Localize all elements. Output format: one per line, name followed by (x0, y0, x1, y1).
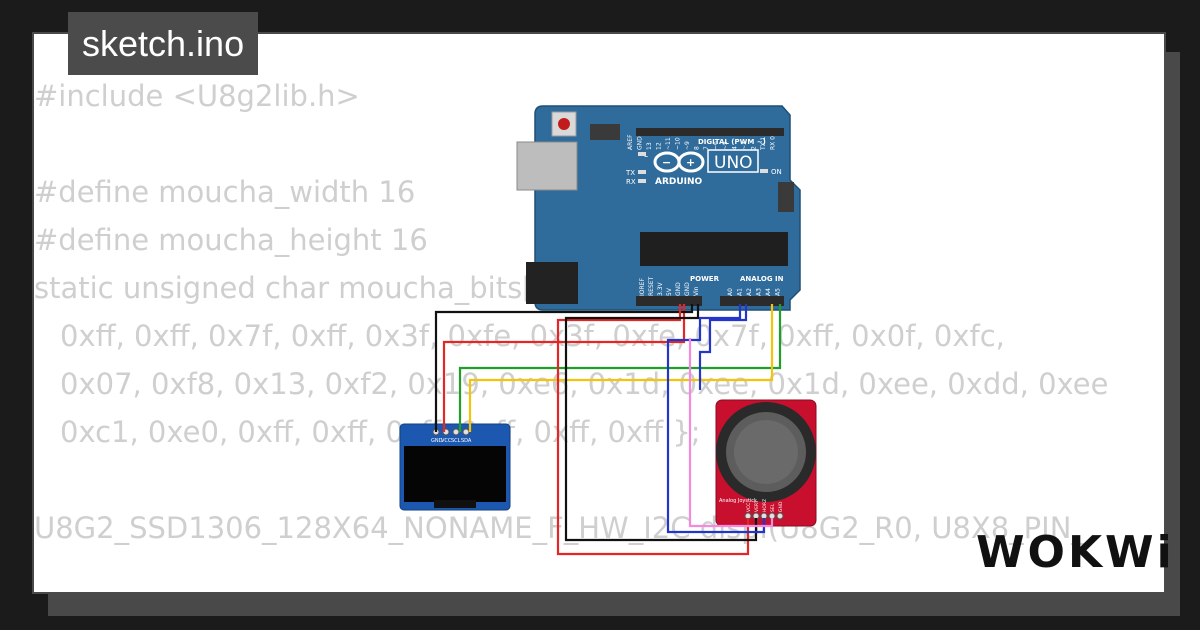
digital-pin-0: AREF (627, 134, 634, 150)
icsp-header (590, 124, 620, 140)
wire-yellow-a4-oled (468, 304, 774, 432)
svg-text:+: + (686, 156, 695, 169)
code-line-10: U8G2_SSD1306_128X64_NONAME_F_HW_I2C disp… (34, 511, 1086, 545)
analog-pin-2: A2 (746, 288, 753, 296)
digital-pin-11: 4 (732, 146, 739, 150)
wire-blue-a0-joy (666, 304, 766, 534)
uno-label: UNO (714, 153, 753, 173)
oled-screen (404, 446, 506, 502)
power-header (636, 296, 702, 306)
joystick-pin-label-gnd: GND (778, 501, 784, 512)
led-l (638, 152, 646, 156)
svg-text:−: − (662, 156, 671, 169)
code-line-1: #include <U8g2lib.h> (34, 79, 360, 113)
power-jack (526, 262, 578, 304)
digital-pin-8: 7 (703, 146, 710, 150)
power-pin-1: RESET (648, 276, 655, 296)
led-rx-label: RX (626, 178, 636, 186)
wires (434, 304, 782, 556)
digital-pin-13: 2 (751, 146, 758, 150)
code-line-4: #define moucha_height 16 (34, 223, 428, 257)
digital-pin-7: 8 (694, 146, 701, 150)
power-pin-5: GND (684, 282, 691, 296)
analog-pin-3: A3 (756, 288, 763, 296)
led-on (760, 169, 768, 173)
analog-pin-4: A4 (765, 288, 772, 296)
digital-pin-14: TX 1 (760, 136, 767, 151)
oled-ribbon (434, 500, 476, 508)
digital-pin-2: 13 (646, 142, 653, 150)
analog-pin-0: A0 (727, 288, 734, 296)
oled-pin-label-sda: SDA (461, 438, 472, 444)
reset-button-cap (558, 118, 570, 130)
power-pin-4: GND (675, 282, 682, 296)
oled-pin-label-gnd: GND (431, 438, 443, 444)
code-line-7: 0x07, 0xf8, 0x13, 0xf2, 0x19, 0xe6, 0x1d… (60, 367, 1109, 401)
oled-pin-sda[interactable] (462, 428, 470, 436)
joystick-pin-label-vert: VERT (754, 500, 760, 512)
wire-red-5v-oled (442, 304, 686, 432)
digital-pin-1: GND (637, 136, 644, 150)
arduino-logo: − + (653, 151, 705, 173)
power-pin-6: Vin (693, 286, 700, 296)
led-tx-label: TX (625, 169, 635, 177)
analog-pin-5: A5 (775, 288, 782, 296)
usb-port (516, 141, 578, 191)
atmega-chip (640, 232, 788, 266)
joystick-label: Analog Joystick (719, 498, 757, 504)
joystick-pin-label-horz: HORZ (762, 499, 768, 512)
digital-pin-9: ~6 (713, 141, 720, 150)
analog-label: ANALOG IN (740, 275, 784, 283)
code-line-6: 0xff, 0xff, 0x7f, 0xff, 0x3f, 0xfe, 0x3f… (60, 319, 1005, 353)
wire-pink-joy (688, 338, 774, 528)
uno-badge (707, 149, 759, 173)
oled-pin-label-scl: SCL (451, 438, 461, 444)
joystick-pin-label-vcc: VCC (746, 503, 752, 512)
digital-pin-5: ~10 (675, 137, 682, 150)
digital-pin-3: 12 (656, 142, 663, 150)
wire-green-a5-oled (458, 304, 782, 432)
arduino-brand: ARDUINO (655, 177, 703, 187)
wire-black-gnd-joy (564, 304, 758, 542)
led-rx (638, 179, 646, 183)
led-tx (638, 170, 646, 174)
digital-pin-6: ~9 (684, 141, 691, 150)
icsp-header-2 (778, 182, 794, 212)
analog-pin-1: A1 (737, 288, 744, 296)
digital-label: DIGITAL (PWM ~) (698, 138, 766, 146)
joystick-pin-gnd[interactable] (776, 512, 784, 520)
power-pin-3: 5V (666, 287, 673, 296)
digital-pin-4: ~11 (665, 137, 672, 150)
code-line-3: #define moucha_width 16 (34, 175, 416, 209)
led-on-label: ON (771, 168, 782, 176)
power-pin-0: IOREF (639, 278, 646, 296)
code-line-8: 0xc1, 0xe0, 0xff, 0xff, 0xff, 0xff, 0xff… (60, 415, 701, 449)
wire-blue-a1-joy (698, 304, 748, 390)
oled-pin-label-vcc: VCC (441, 438, 452, 444)
digital-header (636, 128, 784, 136)
digital-pin-12: ~3 (741, 141, 748, 150)
code-preview: #include <U8g2lib.h> #define moucha_width… (34, 72, 1109, 552)
file-tab[interactable]: sketch.ino (68, 12, 259, 75)
digital-pin-10: ~5 (722, 141, 729, 150)
wire-black-gnd-oled (434, 304, 694, 432)
power-label: POWER (690, 275, 720, 283)
analog-header (720, 296, 784, 306)
digital-pin-15: RX 0 (770, 136, 777, 150)
power-pin-2: 3.3V (657, 281, 664, 296)
joystick-pin-label-sel: SEL (770, 503, 776, 512)
oled-pin-scl[interactable] (452, 428, 460, 436)
wokwi-logo: WOKWi (976, 527, 1175, 578)
